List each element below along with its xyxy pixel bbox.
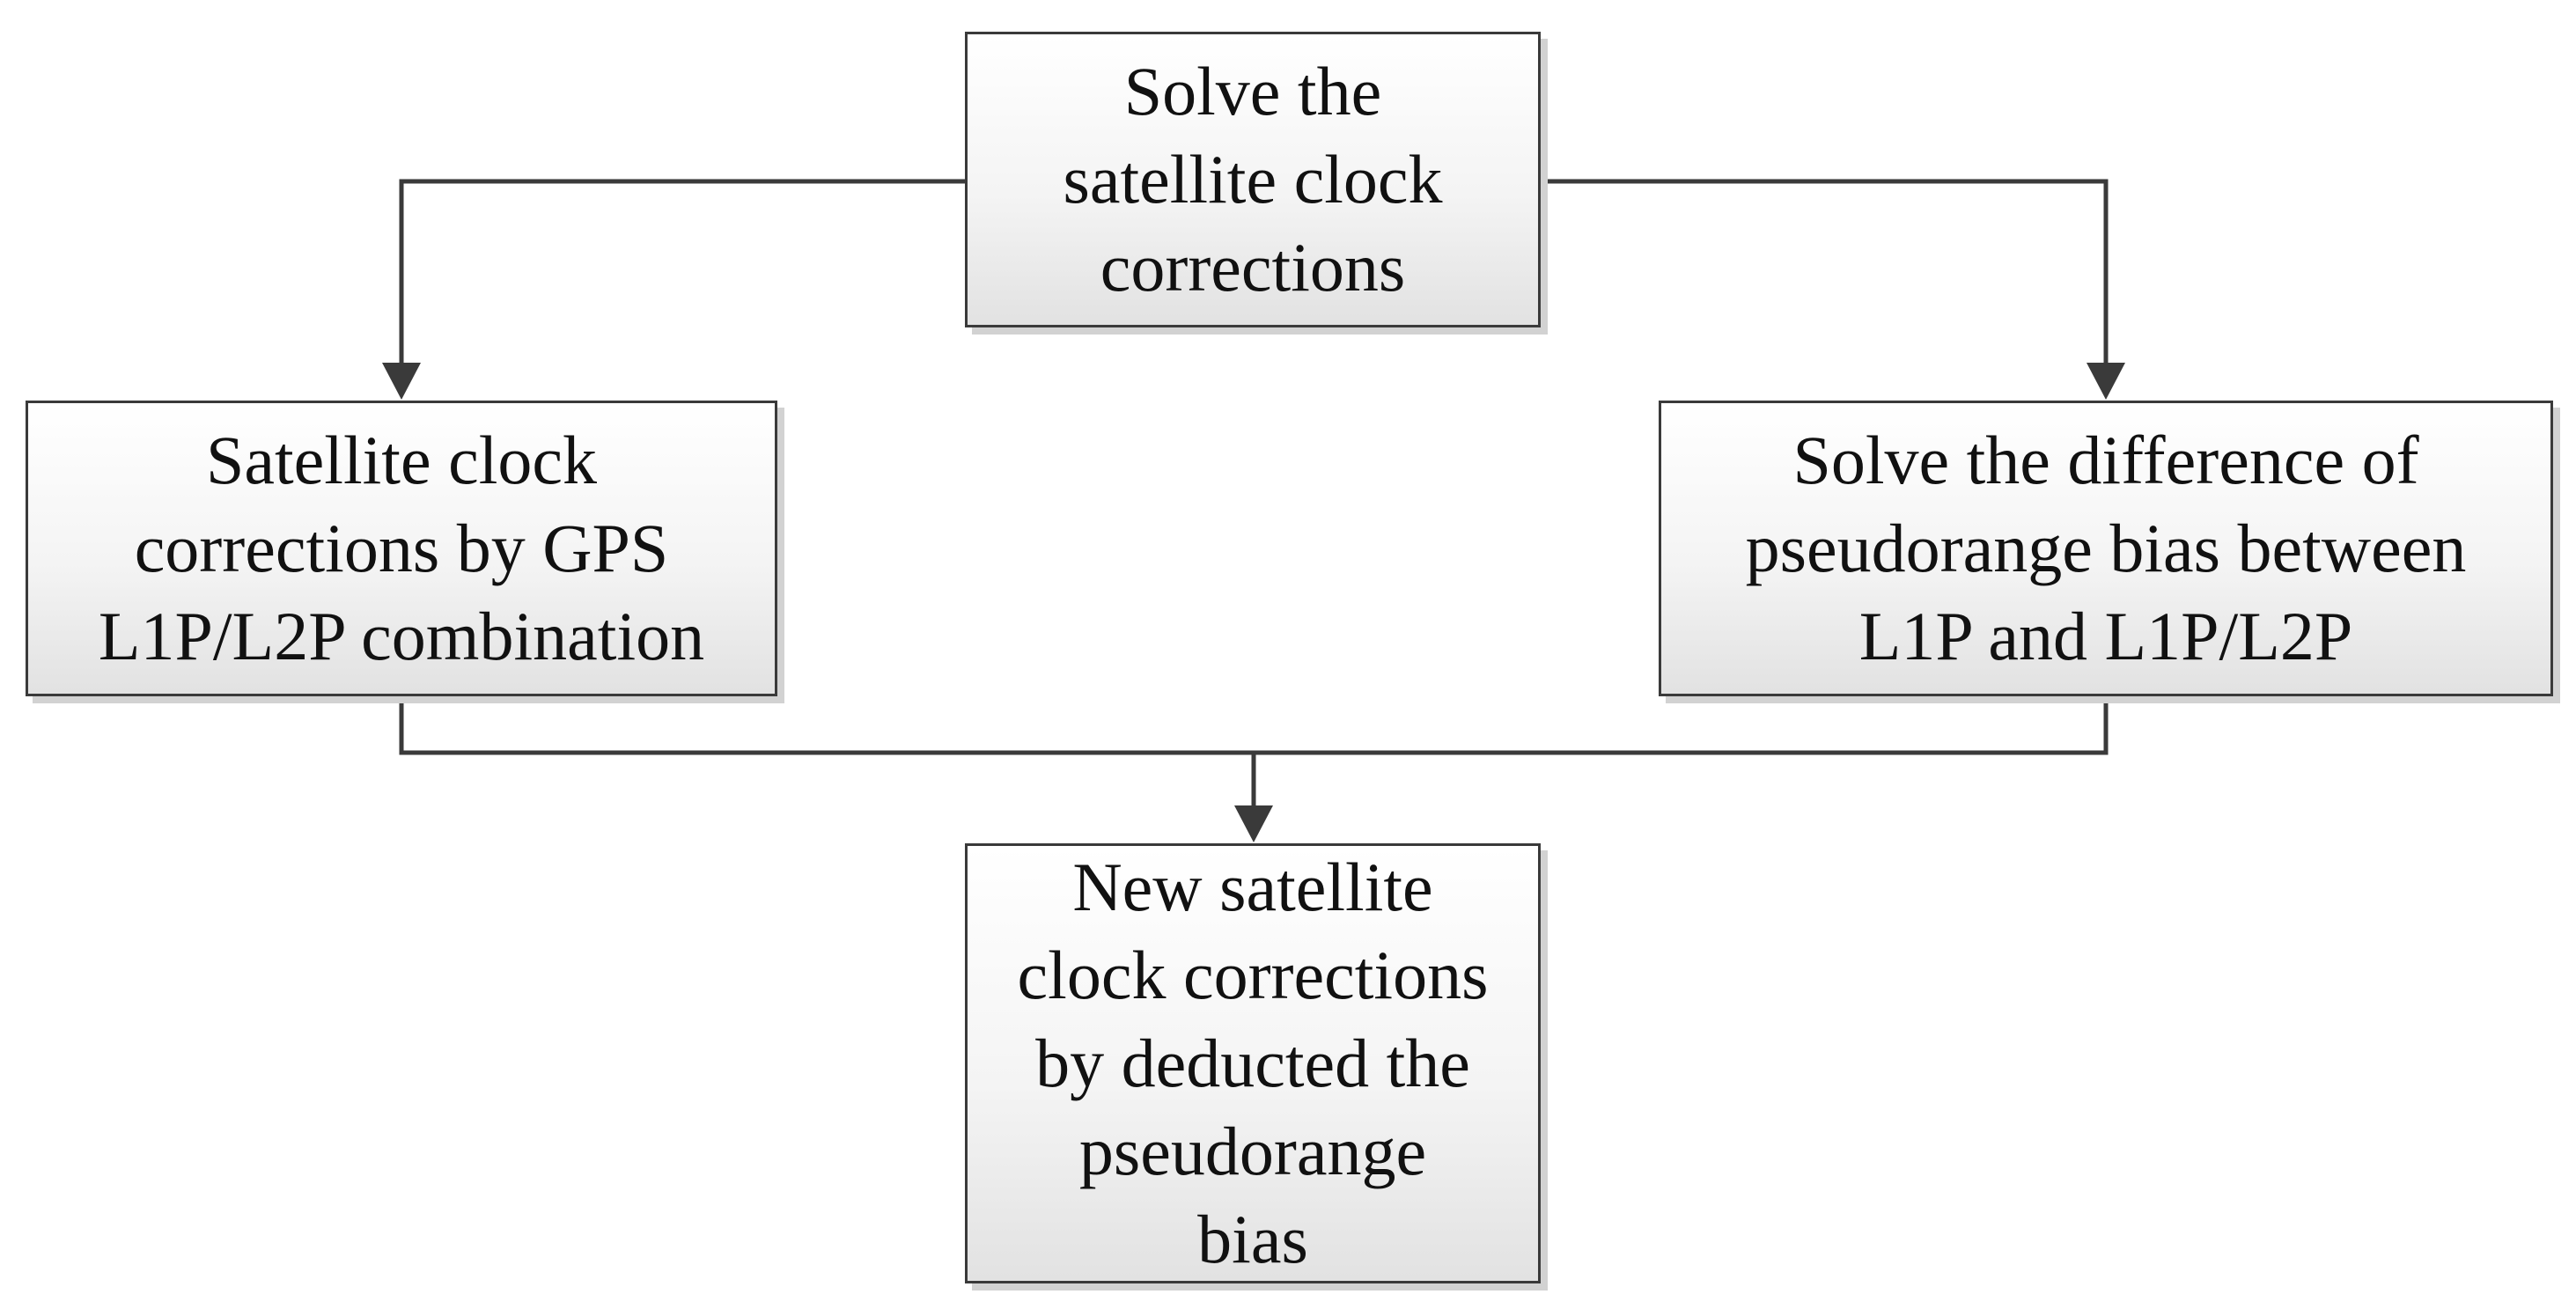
node-left-label: Satellite clock corrections by GPS L1P/L… [98,422,705,674]
node-right-label: Solve the difference of pseudorange bias… [1745,422,2467,674]
arrowhead-merge-to-bottom [1234,805,1273,842]
connector-top-to-right [1541,179,2109,370]
arrowhead-top-to-right [2087,363,2125,400]
node-solve-satellite-clock-corrections: Solve the satellite clock corrections [965,32,1541,327]
connector-left-to-merge [399,696,1254,755]
node-top-label: Solve the satellite clock corrections [1063,53,1443,305]
node-pseudorange-bias-difference: Solve the difference of pseudorange bias… [1659,401,2553,696]
node-bottom-label: New satellite clock corrections by deduc… [1017,849,1489,1277]
node-new-satellite-clock-corrections: New satellite clock corrections by deduc… [965,843,1541,1283]
connector-top-to-left [399,179,965,370]
node-gps-l1p-l2p-combination: Satellite clock corrections by GPS L1P/L… [26,401,777,696]
arrowhead-top-to-left [382,363,421,400]
connector-right-to-merge [1254,696,2109,755]
